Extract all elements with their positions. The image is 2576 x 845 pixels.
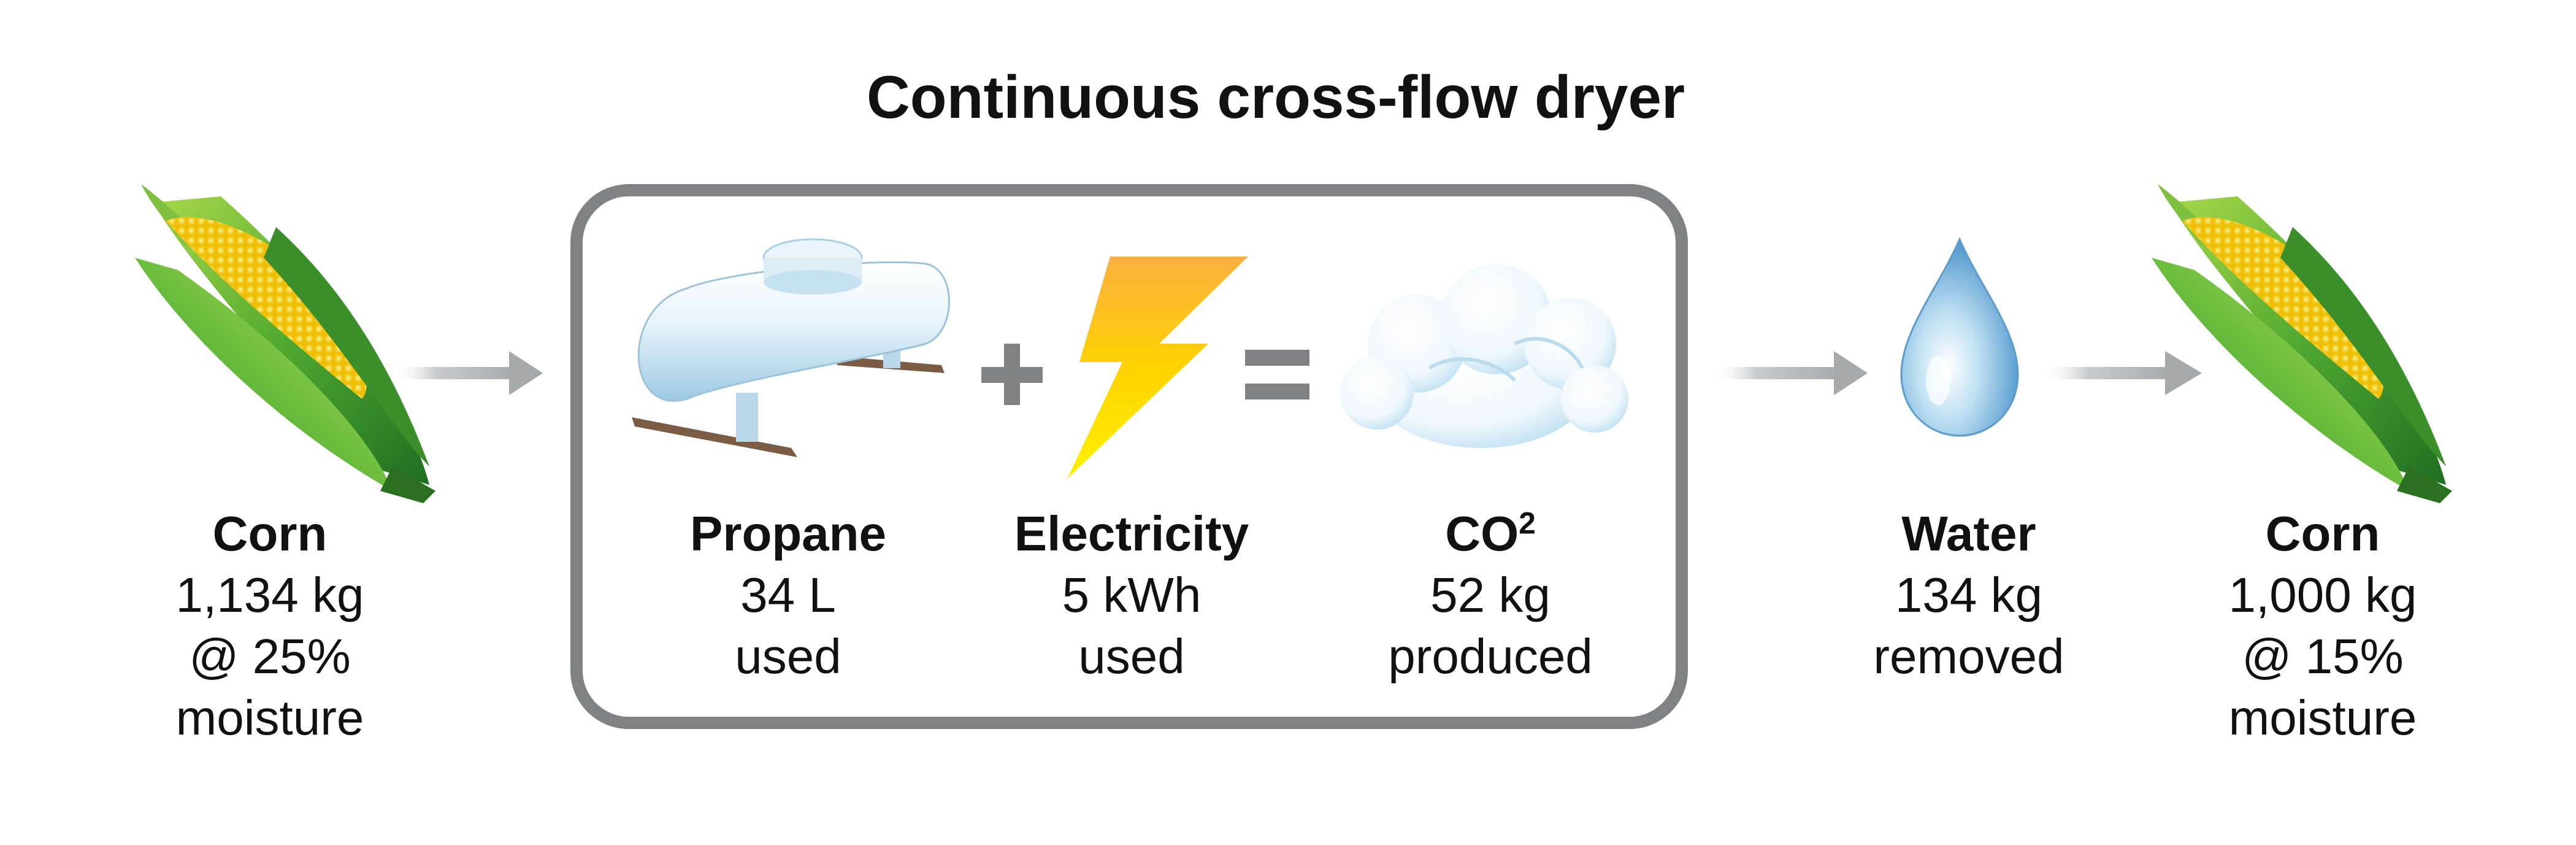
lightning-bolt-icon: [1067, 257, 1248, 479]
node-name: Electricity: [1014, 506, 1249, 561]
node-detail: @ 15%: [2242, 629, 2404, 684]
node-name: CO2: [1276, 503, 1705, 565]
propane-tank-icon: [632, 238, 950, 457]
node-detail: 5 kWh: [1062, 568, 1202, 622]
node-detail: produced: [1388, 629, 1593, 684]
node-detail: used: [735, 629, 841, 684]
arrow-water-to-corn: [2042, 351, 2202, 395]
dryer-box: [570, 184, 1688, 729]
plus-operator: [981, 344, 1043, 405]
node-detail: 134 kg: [1895, 568, 2043, 622]
node-detail: 34 L: [740, 568, 836, 622]
water-drop-icon: [1900, 237, 2019, 437]
node-name: Corn: [2265, 506, 2380, 561]
arrow-corn-to-dryer: [393, 351, 543, 395]
node-detail: 1,134 kg: [175, 568, 364, 622]
node-name: Water: [1901, 506, 2036, 561]
node-detail: @ 25%: [189, 629, 351, 684]
arrow-dryer-to-water: [1711, 351, 1868, 395]
node-detail: removed: [1873, 629, 2064, 684]
node-detail: 52 kg: [1430, 568, 1551, 622]
node-detail: used: [1078, 629, 1185, 684]
water-label: Water 134 kg removed: [1754, 503, 2183, 687]
node-detail: 1,000 kg: [2228, 568, 2417, 622]
node-detail: moisture: [2228, 690, 2417, 745]
corn-in-label: Corn 1,134 kg @ 25% moisture: [55, 503, 485, 749]
corn-icon: [135, 184, 435, 503]
electricity-label: Electricity 5 kWh used: [917, 503, 1346, 687]
node-name: Corn: [212, 506, 328, 561]
equals-operator: [1245, 350, 1309, 399]
cloud-icon: [1340, 264, 1628, 448]
co2-subscript: 2: [1519, 506, 1536, 541]
co2-label: CO2 52 kg produced: [1276, 503, 1705, 687]
node-name: Propane: [689, 506, 887, 561]
propane-label: Propane 34 L used: [573, 503, 1003, 687]
node-detail: moisture: [175, 690, 364, 745]
corn-out-label: Corn 1,000 kg @ 15% moisture: [2108, 503, 2537, 749]
diagram-title: Continuous cross-flow dryer: [866, 63, 1685, 131]
corn-icon: [2152, 184, 2452, 503]
co2-name: CO: [1445, 506, 1519, 561]
